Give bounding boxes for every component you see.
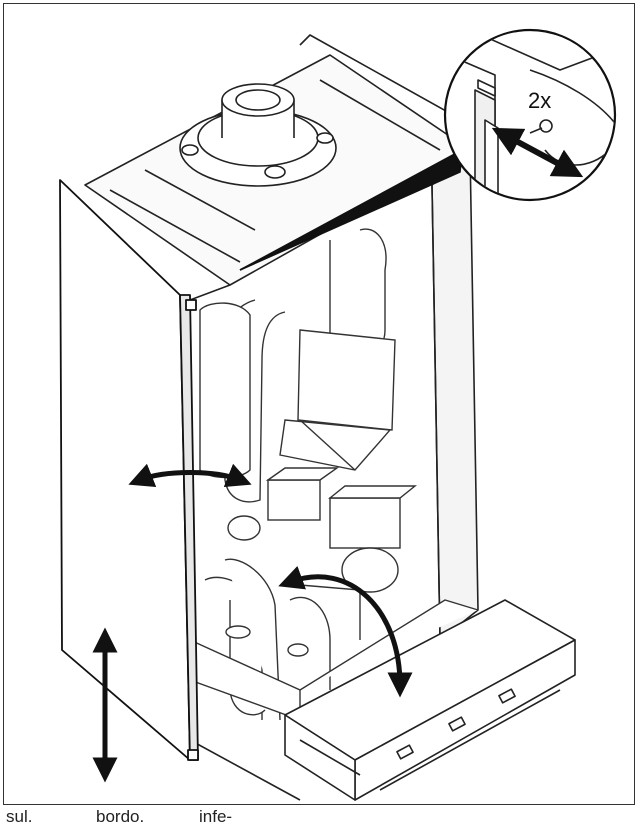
- internal-components: [189, 228, 479, 721]
- detail-magnifier: [443, 28, 617, 202]
- motion-arrows: [92, 463, 413, 783]
- figure-frame: [3, 3, 635, 805]
- flue-outlet: [179, 83, 337, 187]
- caption-word-2: bordo.: [96, 807, 145, 826]
- swing-arrow: [128, 463, 252, 487]
- screw-direction-arrow: [491, 127, 584, 178]
- fold-arrow: [278, 565, 413, 698]
- caption-word-1: sul.: [6, 807, 33, 826]
- front-panel: [59, 179, 199, 761]
- screw-quantity-label: 2x: [528, 88, 552, 113]
- control-panel-box: [284, 599, 576, 801]
- caption-word-3: infe-: [199, 807, 233, 826]
